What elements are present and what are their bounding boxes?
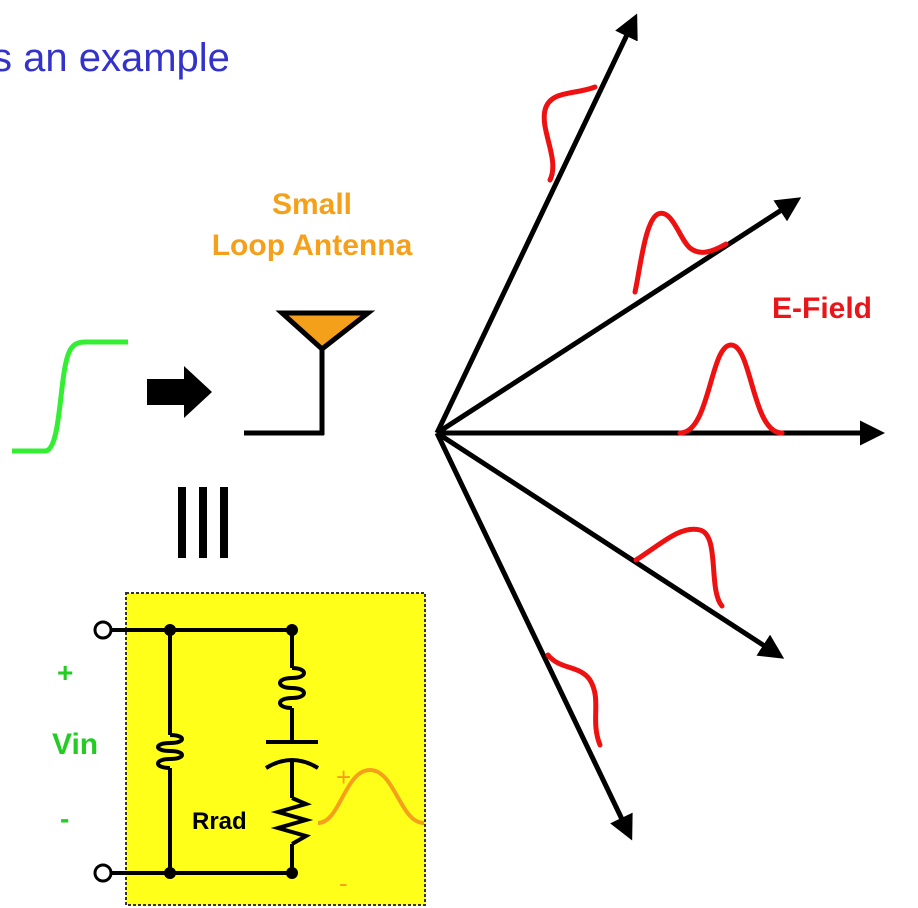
circuit-box	[125, 592, 426, 906]
shunt-inductor	[156, 733, 184, 770]
pulse-1	[541, 84, 598, 183]
e-field-label: E-Field	[772, 292, 873, 325]
slide-heading: s an example	[0, 36, 230, 80]
step-input-waveform	[12, 339, 128, 454]
radiation-resistor	[270, 796, 314, 846]
antenna-label-line1: Small	[271, 188, 353, 221]
pulse-3	[677, 342, 785, 436]
capacitor	[264, 740, 320, 770]
input-plus-label: +	[57, 657, 74, 688]
block-arrow-icon	[147, 366, 212, 418]
output-plus-label: +	[336, 762, 352, 792]
vin-label: Vin	[52, 728, 99, 761]
series-inductor	[278, 666, 306, 710]
input-minus-label: -	[60, 803, 70, 834]
pulse-4	[633, 526, 725, 609]
input-terminal-bottom	[93, 863, 113, 883]
e-field-pulses	[541, 84, 785, 748]
junction-dots	[164, 624, 298, 879]
pulse-5	[545, 652, 603, 748]
input-terminal-top	[93, 620, 113, 640]
equivalence-sign	[178, 487, 228, 558]
antenna-icon	[244, 310, 376, 436]
rrad-label: Rrad	[192, 808, 247, 835]
output-minus-label: -	[339, 868, 348, 898]
arrow-1	[434, 13, 638, 435]
arrow-5	[434, 431, 633, 841]
pulse-2	[632, 210, 729, 295]
antenna-label-line2: Loop Antenna	[211, 229, 413, 262]
radiation-arrows	[434, 13, 885, 841]
arrow-2	[435, 197, 802, 436]
output-pulse	[317, 767, 425, 825]
arrow-4	[435, 430, 785, 659]
